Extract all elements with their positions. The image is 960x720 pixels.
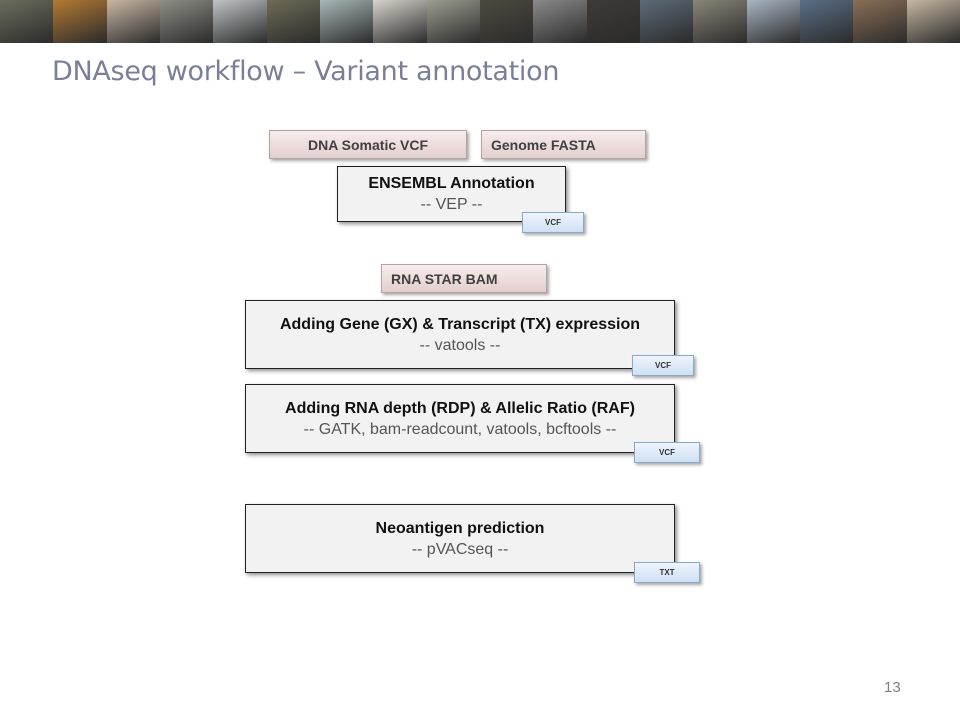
step-add-expression: Adding Gene (GX) & Transcript (TX) expre…	[245, 300, 675, 369]
step-name: ENSEMBL Annotation	[368, 175, 535, 192]
output-format-badge: VCF	[522, 212, 584, 233]
slide-title: DNAseq workflow – Variant annotation	[52, 56, 560, 87]
output-format-badge: TXT	[634, 562, 700, 583]
banner-photo	[533, 0, 587, 43]
step-add-rna-depth: Adding RNA depth (RDP) & Allelic Ratio (…	[245, 384, 675, 453]
banner-photo	[106, 0, 160, 43]
step-ensembl-annotation: ENSEMBL Annotation -- VEP --	[337, 166, 566, 222]
input-dna-somatic-vcf: DNA Somatic VCF	[269, 130, 467, 159]
photo-banner	[0, 0, 960, 43]
banner-photo	[586, 0, 640, 43]
output-format-badge: VCF	[634, 442, 700, 463]
banner-photo	[906, 0, 960, 43]
banner-photo	[639, 0, 694, 43]
step-tool: -- vatools --	[419, 336, 501, 354]
banner-photo	[693, 0, 747, 43]
banner-photo	[0, 0, 54, 43]
banner-photo	[213, 0, 267, 43]
step-tool: -- pVACseq --	[411, 540, 509, 558]
slide-number: 13	[884, 679, 901, 696]
step-name: Neoantigen prediction	[375, 519, 545, 537]
banner-photo	[266, 0, 320, 43]
step-tool: -- GATK, bam-readcount, vatools, bcftool…	[303, 420, 617, 438]
step-name: Adding Gene (GX) & Transcript (TX) expre…	[279, 315, 641, 333]
banner-photo	[479, 0, 534, 43]
step-tool: -- VEP --	[420, 196, 483, 213]
input-genome-fasta: Genome FASTA	[481, 130, 646, 159]
banner-photo	[53, 0, 107, 43]
banner-photo	[319, 0, 374, 43]
step-neoantigen-prediction: Neoantigen prediction -- pVACseq --	[245, 504, 675, 573]
input-rna-star-bam: RNA STAR BAM	[381, 264, 547, 293]
output-format-badge: VCF	[632, 355, 694, 376]
banner-photo	[799, 0, 854, 43]
banner-photo	[746, 0, 800, 43]
banner-photo	[853, 0, 907, 43]
banner-photo	[373, 0, 427, 43]
step-name: Adding RNA depth (RDP) & Allelic Ratio (…	[285, 399, 635, 417]
banner-photo	[426, 0, 480, 43]
banner-photo	[159, 0, 214, 43]
